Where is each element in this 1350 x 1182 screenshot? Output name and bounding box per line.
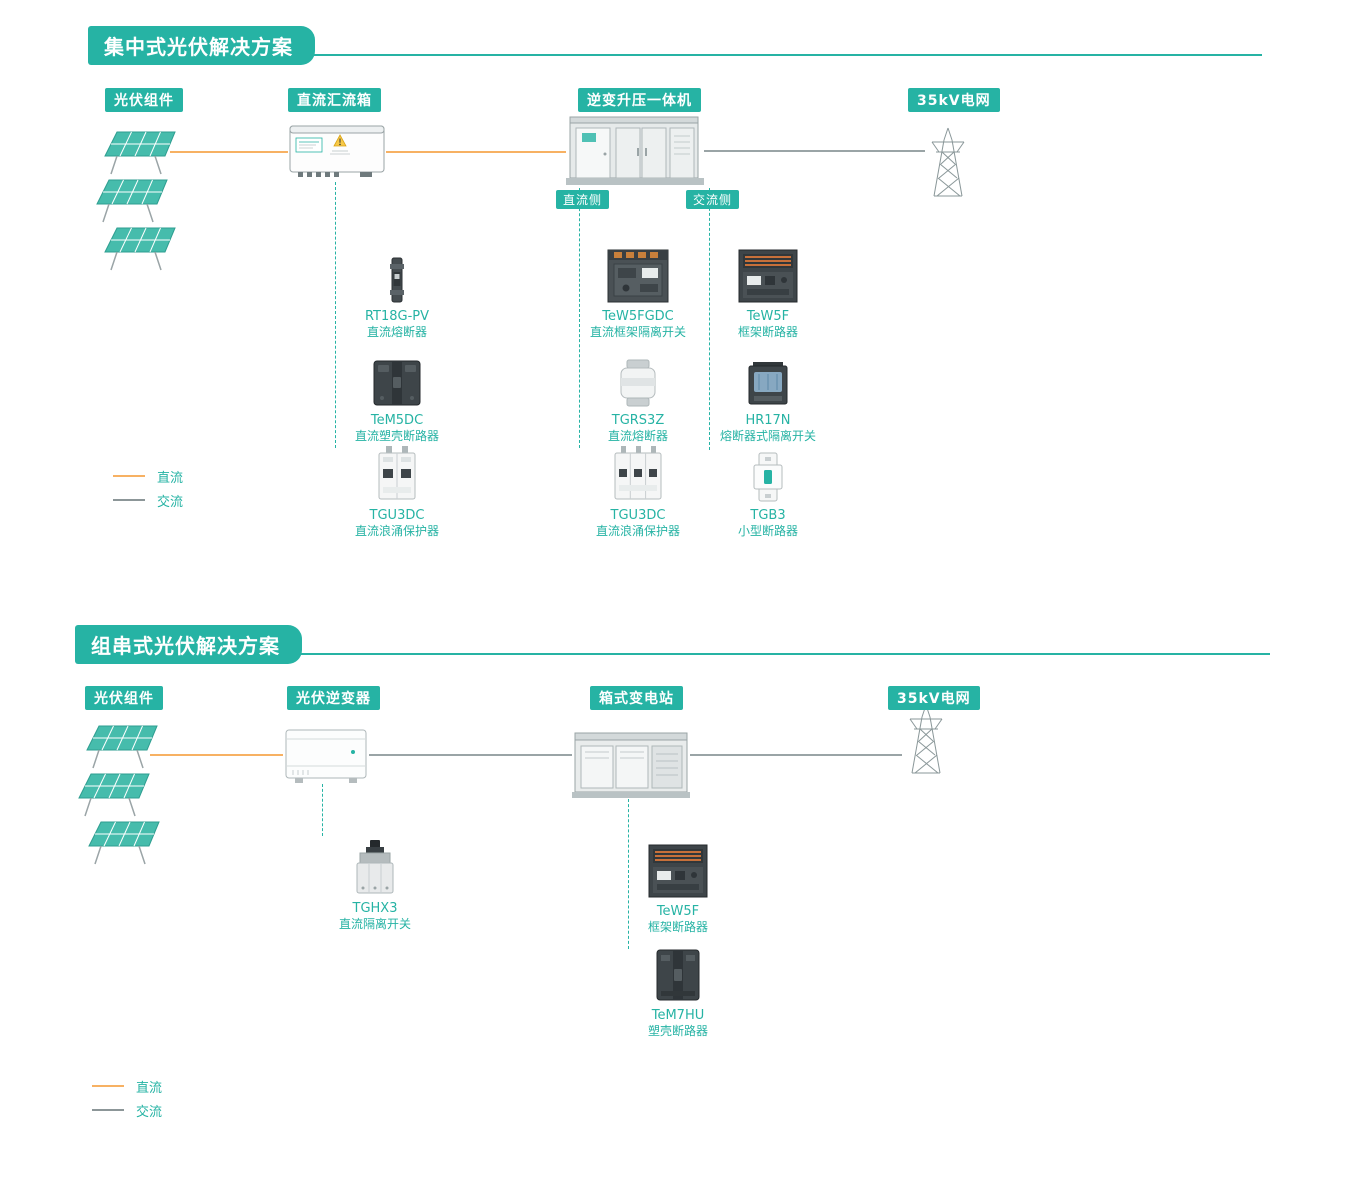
legend-ac-label: 交流: [157, 494, 184, 510]
solar-panel-icon: [103, 224, 181, 274]
legend-ac: 交流: [92, 1098, 162, 1122]
product-tew5f-2: TeW5F 框架断路器: [603, 841, 753, 936]
dashed-connector: [322, 784, 323, 836]
product-model: TGHX3: [352, 901, 398, 916]
product-tem7hu: TeM7HU 塑壳断路器: [603, 945, 753, 1040]
legend: 直流 交流: [113, 464, 183, 512]
product-name: 框架断路器: [647, 920, 708, 935]
product-model: TeM7HU: [651, 1008, 705, 1023]
badge-ac-side: 交流侧: [686, 190, 740, 209]
badge-dc-side: 直流侧: [556, 190, 610, 209]
legend-ac: 交流: [113, 488, 183, 512]
header-35kv-grid: 35kV电网: [908, 88, 1000, 112]
dashed-connector: [628, 799, 629, 949]
header-pv-modules: 光伏组件: [105, 88, 183, 112]
product-name: 框架断路器: [737, 325, 798, 340]
product-name: 直流浪涌保护器: [354, 524, 439, 539]
product-hr17n: HR17N 熔断器式隔离开关: [693, 350, 843, 445]
section1-title: 集中式光伏解决方案: [88, 26, 315, 65]
dashed-connector: [579, 188, 580, 448]
tew5fgdc-image: [606, 246, 670, 304]
dc-line: [170, 151, 288, 153]
product-model: TGU3DC: [369, 508, 425, 523]
tghx3-image: [352, 838, 398, 896]
tgrs3z-image: [613, 350, 663, 408]
product-name: 直流框架隔离开关: [589, 325, 686, 340]
product-model: TeM5DC: [370, 413, 424, 428]
header-dc-combiner-box: 直流汇流箱: [288, 88, 381, 112]
solar-panel-icon: [103, 128, 181, 178]
legend-dc: 直流: [113, 464, 183, 488]
product-model: TGB3: [750, 508, 786, 523]
hr17n-image: [745, 350, 791, 408]
tew5f-image: [647, 841, 709, 899]
product-tghx3: TGHX3 直流隔离开关: [300, 838, 450, 933]
section2-rule: [75, 653, 1270, 655]
solar-panel-icon: [95, 176, 173, 226]
dc-line: [386, 151, 566, 153]
tem7hu-image: [653, 945, 703, 1003]
dc-line: [150, 754, 283, 756]
header-pv-inverter: 光伏逆变器: [287, 686, 380, 710]
legend-dc-label: 直流: [157, 470, 184, 486]
solar-panel-icon: [85, 722, 163, 772]
rt18g-pv-image: [387, 246, 407, 304]
product-name: 直流浪涌保护器: [595, 524, 680, 539]
product-model: TGRS3Z: [611, 413, 665, 428]
solar-panel-icon: [87, 818, 165, 868]
ac-line: [369, 754, 572, 756]
product-name: 直流熔断器: [607, 429, 668, 444]
tgu3dc-image: [611, 445, 665, 503]
transmission-tower-icon: [922, 126, 974, 198]
dashed-connector: [709, 188, 710, 450]
ac-line: [704, 150, 925, 152]
solar-panel-icon: [77, 770, 155, 820]
ac-line: [690, 754, 902, 756]
ac-line-swatch: [92, 1109, 124, 1111]
product-tew5f: TeW5F 框架断路器: [693, 246, 843, 341]
product-tew5fgdc: TeW5FGDC 直流框架隔离开关: [563, 246, 713, 341]
product-name: 直流熔断器: [366, 325, 427, 340]
product-name: 直流塑壳断路器: [354, 429, 439, 444]
product-name: 塑壳断路器: [647, 1024, 708, 1039]
product-name: 直流隔离开关: [338, 917, 411, 932]
dashed-connector: [335, 182, 336, 448]
product-tem5dc: TeM5DC 直流塑壳断路器: [322, 350, 472, 445]
legend: 直流 交流: [92, 1074, 162, 1122]
box-substation-icon: [572, 730, 690, 800]
tgb3-image: [748, 445, 788, 503]
product-name: 小型断路器: [737, 524, 798, 539]
product-tgb3: TGB3 小型断路器: [693, 445, 843, 540]
section2-title: 组串式光伏解决方案: [75, 625, 302, 664]
product-name: 熔断器式隔离开关: [719, 429, 816, 444]
legend-dc: 直流: [92, 1074, 162, 1098]
section1-rule: [88, 54, 1262, 56]
header-35kv-grid-2: 35kV电网: [888, 686, 980, 710]
product-model: TeW5F: [746, 309, 790, 324]
legend-dc-label: 直流: [136, 1080, 163, 1096]
dc-line-swatch: [113, 475, 145, 477]
header-pv-modules-2: 光伏组件: [85, 686, 163, 710]
legend-ac-label: 交流: [136, 1104, 163, 1120]
tem5dc-image: [371, 350, 423, 408]
tew5f-image: [737, 246, 799, 304]
product-model: TeW5FGDC: [602, 309, 674, 324]
product-model: TeW5F: [656, 904, 700, 919]
product-tgrs3z: TGRS3Z 直流熔断器: [563, 350, 713, 445]
inverter-boost-station-icon: [566, 110, 704, 190]
product-model: TGU3DC: [610, 508, 666, 523]
ac-line-swatch: [113, 499, 145, 501]
tgu3dc-image: [374, 445, 420, 503]
product-tgu3dc: TGU3DC 直流浪涌保护器: [322, 445, 472, 540]
transmission-tower-icon: [900, 703, 952, 775]
header-inverter-boost-station: 逆变升压一体机: [578, 88, 701, 112]
dc-combiner-box-icon: [288, 120, 388, 182]
header-box-substation: 箱式变电站: [590, 686, 683, 710]
product-tgu3dc-2: TGU3DC 直流浪涌保护器: [563, 445, 713, 540]
pv-inverter-icon: [283, 726, 369, 786]
product-model: RT18G-PV: [364, 309, 430, 324]
product-rt18g-pv: RT18G-PV 直流熔断器: [322, 246, 472, 341]
dc-line-swatch: [92, 1085, 124, 1087]
product-model: HR17N: [745, 413, 791, 428]
